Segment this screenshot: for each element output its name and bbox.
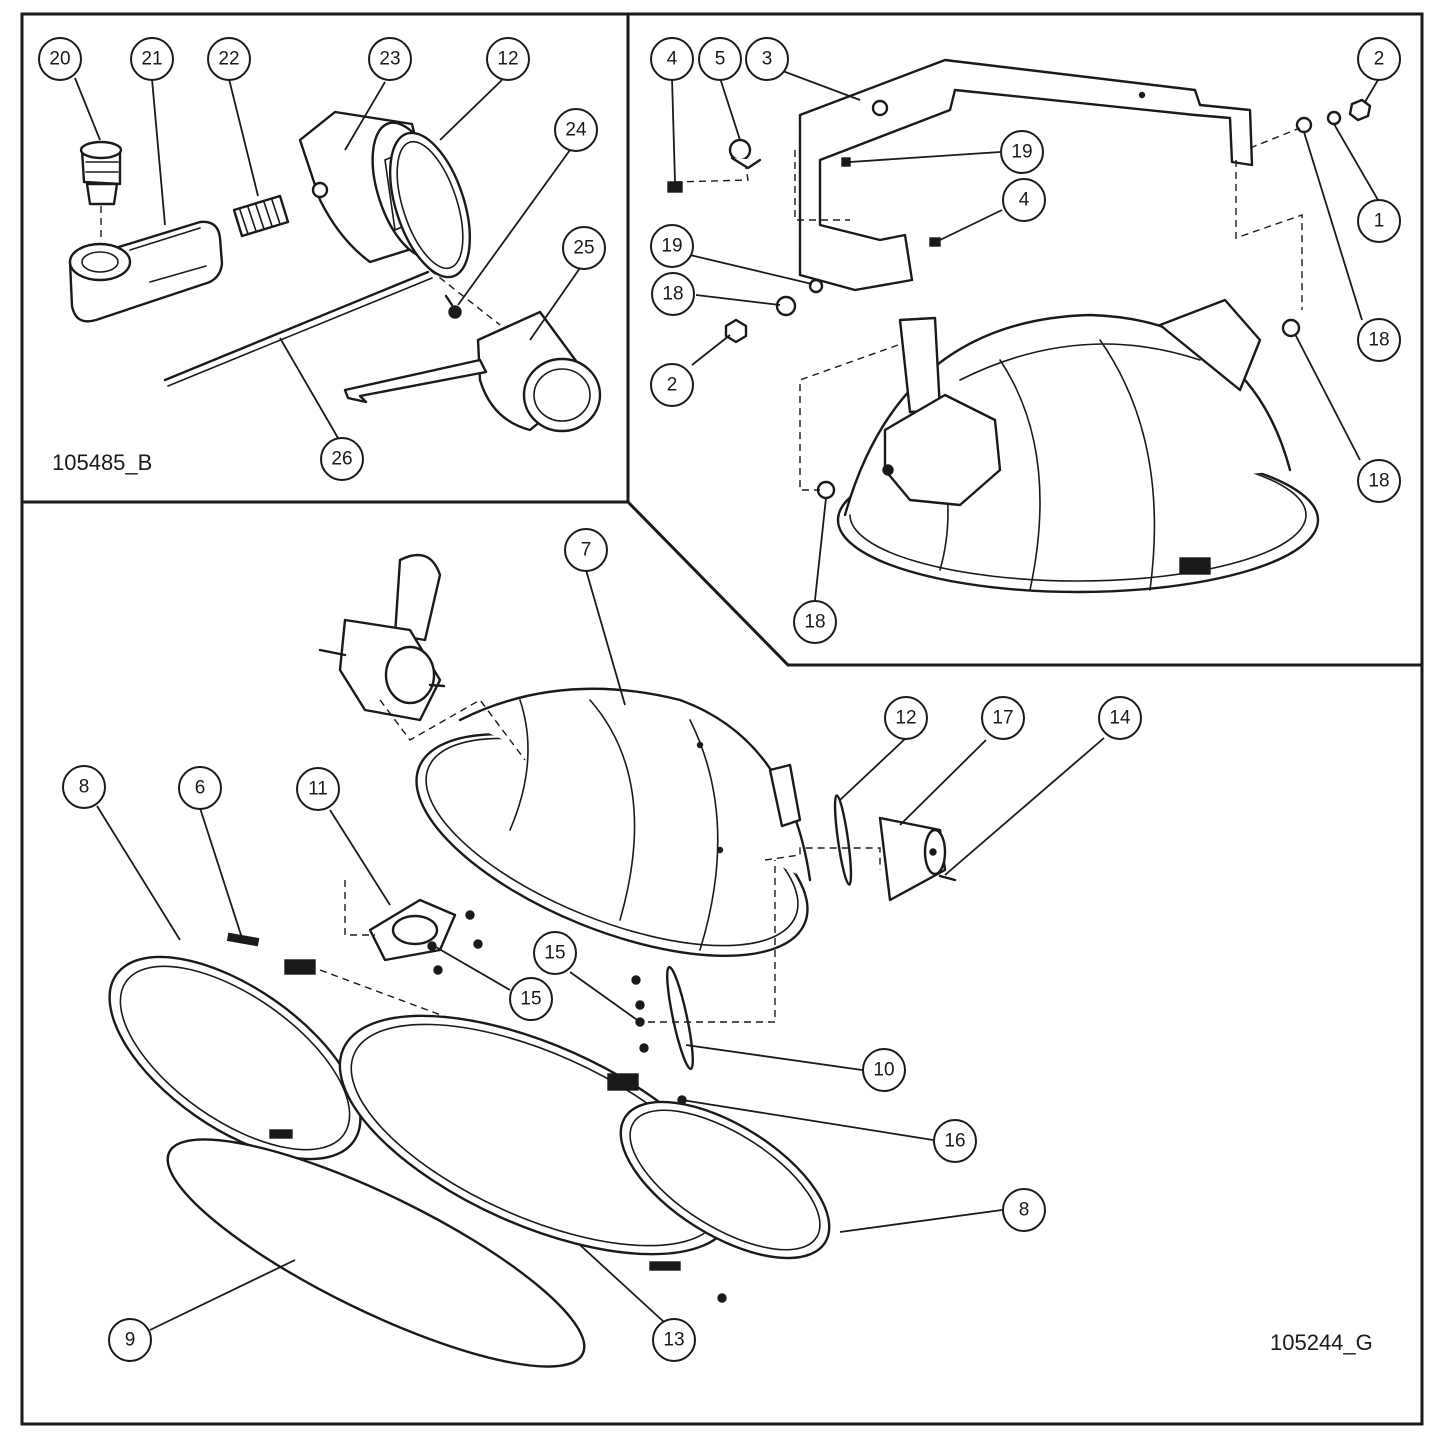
svg-text:14: 14 xyxy=(1109,708,1131,729)
svg-text:2: 2 xyxy=(667,375,678,396)
svg-text:25: 25 xyxy=(573,238,594,259)
svg-text:11: 11 xyxy=(308,779,328,800)
ground-wire-part xyxy=(163,270,430,382)
svg-text:22: 22 xyxy=(218,49,239,70)
callout-bubbles: 20 21 22 23 12 24 25 26 4 5 3 2 19 4 1 1… xyxy=(38,37,1401,1362)
leader-lines xyxy=(74,69,1379,1331)
retaining-ring-part xyxy=(607,1073,831,1303)
callout-8: 8 xyxy=(62,765,106,809)
callout-18: 18 xyxy=(1357,318,1401,362)
cord-connector-part xyxy=(79,140,123,206)
svg-text:24: 24 xyxy=(565,120,587,141)
panel-frames xyxy=(20,12,1424,1426)
callout-24: 24 xyxy=(554,108,598,152)
callout-3: 3 xyxy=(745,37,789,81)
callout-4: 4 xyxy=(650,37,694,81)
callout-2: 2 xyxy=(650,363,694,407)
end-cap-part xyxy=(878,816,957,902)
ground-clip-part xyxy=(728,138,762,170)
screw-part xyxy=(444,294,462,319)
svg-text:12: 12 xyxy=(497,49,518,70)
reflector-housing-part xyxy=(318,553,812,958)
svg-text:18: 18 xyxy=(662,284,683,305)
callout-23: 23 xyxy=(368,37,412,81)
callout-7: 7 xyxy=(564,528,608,572)
svg-text:8: 8 xyxy=(79,777,90,798)
callout-4: 4 xyxy=(1002,178,1046,222)
callout-19: 19 xyxy=(650,224,694,268)
svg-text:18: 18 xyxy=(1368,330,1389,351)
svg-text:26: 26 xyxy=(331,449,352,470)
svg-text:19: 19 xyxy=(1011,142,1032,163)
svg-text:4: 4 xyxy=(1019,190,1030,211)
inset-fittings-view xyxy=(68,110,602,433)
conduit-body-part xyxy=(68,220,224,323)
svg-text:16: 16 xyxy=(944,1131,965,1152)
svg-text:7: 7 xyxy=(581,540,592,561)
callout-6: 6 xyxy=(178,766,222,810)
callout-14: 14 xyxy=(1098,696,1142,740)
callout-12: 12 xyxy=(884,696,928,740)
callout-13: 13 xyxy=(652,1318,696,1362)
callout-17: 17 xyxy=(981,696,1025,740)
callout-25: 25 xyxy=(562,226,606,270)
main-exploded-view xyxy=(108,553,957,1368)
svg-text:6: 6 xyxy=(195,778,206,799)
svg-text:20: 20 xyxy=(49,49,70,70)
callout-15: 15 xyxy=(509,977,553,1021)
callout-1: 1 xyxy=(1357,199,1401,243)
callout-15: 15 xyxy=(533,931,577,975)
svg-text:9: 9 xyxy=(125,1330,136,1351)
callout-2: 2 xyxy=(1357,37,1401,81)
svg-text:12: 12 xyxy=(895,708,916,729)
callout-22: 22 xyxy=(207,37,251,81)
svg-text:18: 18 xyxy=(804,612,825,633)
callout-9: 9 xyxy=(108,1318,152,1362)
housing-assembly-part xyxy=(836,298,1320,594)
svg-text:2: 2 xyxy=(1374,49,1385,70)
svg-text:15: 15 xyxy=(544,943,565,964)
callout-10: 10 xyxy=(862,1048,906,1092)
svg-text:5: 5 xyxy=(715,49,726,70)
inset-bracket-view xyxy=(667,58,1372,594)
svg-text:3: 3 xyxy=(762,49,773,70)
svg-text:17: 17 xyxy=(992,708,1013,729)
gasket-part xyxy=(389,131,471,279)
svg-text:10: 10 xyxy=(873,1060,894,1081)
callout-20: 20 xyxy=(38,37,82,81)
callout-16: 16 xyxy=(933,1119,977,1163)
inset-drawing-code: 105485_B xyxy=(52,450,152,475)
svg-text:21: 21 xyxy=(141,49,162,70)
callout-5: 5 xyxy=(698,37,742,81)
callout-18: 18 xyxy=(793,600,837,644)
callout-8: 8 xyxy=(1002,1188,1046,1232)
svg-text:1: 1 xyxy=(1374,211,1385,232)
glass-lens-part xyxy=(166,1138,586,1368)
small-gasket-part xyxy=(666,965,694,1071)
gasket-part xyxy=(833,794,853,886)
callout-18: 18 xyxy=(651,272,695,316)
mounting-bracket-part xyxy=(798,58,1254,292)
callout-18: 18 xyxy=(1357,459,1401,503)
callout-21: 21 xyxy=(130,37,174,81)
svg-text:4: 4 xyxy=(667,49,678,70)
callout-19: 19 xyxy=(1000,130,1044,174)
screws-part xyxy=(427,910,649,1053)
lamp-socket-part xyxy=(343,310,602,433)
svg-text:15: 15 xyxy=(520,989,541,1010)
svg-text:8: 8 xyxy=(1019,1200,1030,1221)
retaining-ring-part xyxy=(108,932,362,1161)
threaded-nipple-part xyxy=(232,194,290,238)
svg-text:23: 23 xyxy=(379,49,400,70)
callout-12: 12 xyxy=(486,37,530,81)
svg-text:18: 18 xyxy=(1368,471,1389,492)
callout-26: 26 xyxy=(320,437,364,481)
svg-text:13: 13 xyxy=(663,1330,684,1351)
main-drawing-code: 105244_G xyxy=(1270,1330,1373,1355)
callout-11: 11 xyxy=(296,767,340,811)
svg-text:19: 19 xyxy=(661,236,682,257)
